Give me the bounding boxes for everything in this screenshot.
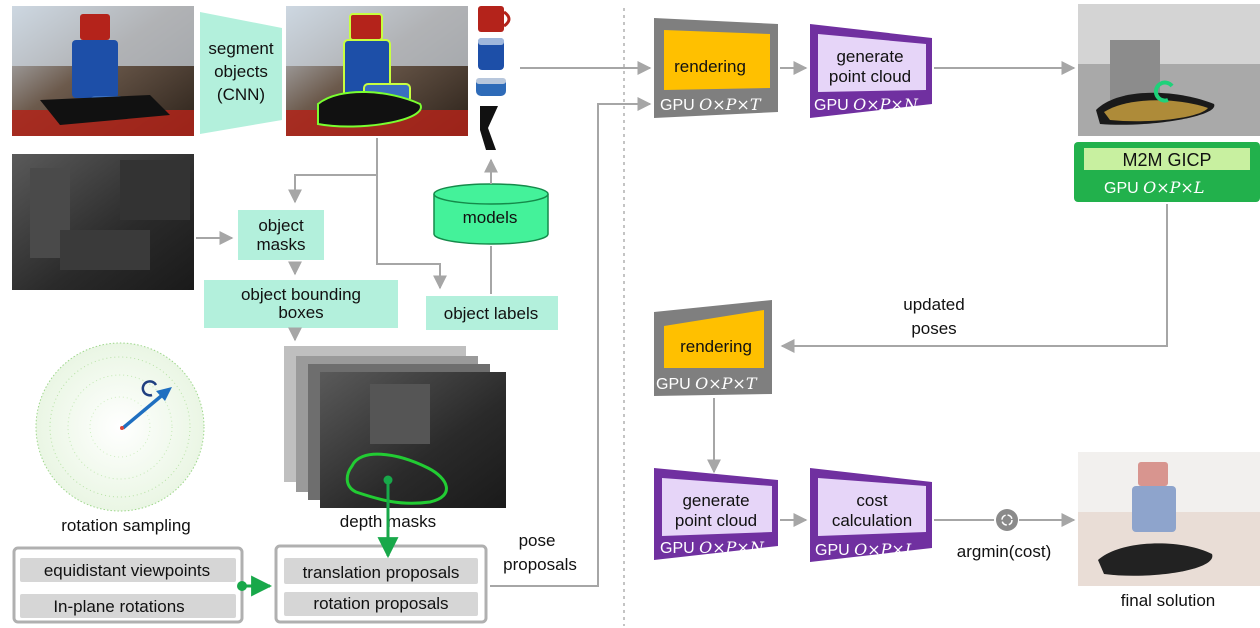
rotation-curl-icon — [141, 380, 158, 397]
gen-pc-1-line1: generate — [836, 47, 903, 66]
proposals-group: translation proposals rotation proposals — [274, 544, 488, 624]
green-connectors — [237, 475, 399, 597]
right-connectors — [707, 61, 1168, 527]
updated-poses-line1: updated — [903, 295, 964, 314]
models-label: models — [463, 208, 518, 227]
gicp-curl-icon — [1153, 80, 1174, 103]
gpu-1-label: GPU O×P×T — [660, 95, 762, 114]
clamp-mask-outline — [345, 452, 448, 505]
object-bounding-boxes-box: object bounding boxes — [204, 280, 398, 328]
viewpoint-sampling-group: equidistant viewpoints In-plane rotation… — [12, 546, 244, 624]
rendering-2-label: rendering — [680, 337, 752, 356]
equidistant-viewpoints-label: equidistant viewpoints — [44, 561, 210, 580]
segment-label-line3: (CNN) — [217, 85, 265, 104]
final-solution-image: final solution — [1078, 452, 1260, 610]
rendered-overlay-image — [1078, 4, 1260, 136]
object-labels-label: object labels — [444, 304, 539, 323]
object-labels-box: object labels — [426, 296, 558, 330]
object-model-thumbnails — [476, 6, 511, 150]
clamp-model-icon — [480, 106, 498, 150]
generate-point-cloud-block-1: generate point cloud GPU O×P×N — [810, 24, 932, 118]
rotation-proposals-label: rotation proposals — [313, 594, 448, 613]
segment-label-line1: segment — [208, 39, 273, 58]
argmin-label: argmin(cost) — [957, 542, 1051, 561]
left-connectors — [196, 61, 652, 587]
pose-proposals-line2: proposals — [503, 555, 577, 574]
gen-pc-1-line2: point cloud — [829, 67, 911, 86]
segment-label-line2: objects — [214, 62, 268, 81]
gpu-3-label: GPU O×P×T — [656, 374, 758, 393]
rotation-axis-arrow — [121, 390, 168, 430]
m2m-gicp-block: M2M GICP GPU O×P×L — [1074, 142, 1260, 202]
gpu-gicp-label: GPU O×P×L — [1104, 178, 1204, 197]
models-database: models — [433, 183, 549, 245]
argmin-node: argmin(cost) — [957, 509, 1051, 561]
rendering-gpu-block-1: rendering GPU O×P×T — [654, 18, 778, 118]
gpu-5-label: GPU O×P×L — [815, 540, 915, 559]
depth-masks-stack: depth masks — [284, 346, 506, 531]
segmented-rgb-image — [286, 6, 468, 136]
object-masks-line2: masks — [256, 235, 305, 254]
m2m-gicp-label: M2M GICP — [1122, 150, 1211, 170]
object-masks-box: object masks — [238, 210, 324, 260]
mug-model-icon — [478, 6, 511, 32]
rotation-sampling-sphere: rotation sampling — [35, 342, 205, 535]
segment-objects-cnn: segment objects (CNN) — [200, 12, 282, 134]
gen-pc-2-line2: point cloud — [675, 511, 757, 530]
can-model-icon — [478, 38, 504, 70]
object-masks-line1: object — [258, 216, 304, 235]
pose-proposals-line1: pose — [519, 531, 556, 550]
input-rgb-image — [12, 6, 194, 136]
generate-point-cloud-block-2: generate point cloud GPU O×P×N — [654, 468, 778, 560]
object-bboxes-line2: boxes — [278, 303, 323, 322]
inplane-rotations-label: In-plane rotations — [53, 597, 184, 616]
updated-poses-line2: poses — [911, 319, 956, 338]
cost-calc-line2: calculation — [832, 511, 912, 530]
rendering-1-label: rendering — [674, 57, 746, 76]
gpu-2-label: GPU O×P×N — [814, 95, 919, 114]
final-solution-label: final solution — [1121, 591, 1216, 610]
rotation-sampling-label: rotation sampling — [61, 516, 190, 535]
translation-proposals-label: translation proposals — [303, 563, 460, 582]
gen-pc-2-line1: generate — [682, 491, 749, 510]
gpu-4-label: GPU O×P×N — [660, 538, 765, 557]
tin-model-icon — [476, 78, 506, 96]
argmin-cycle-icon — [1001, 514, 1013, 526]
cost-calc-line1: cost — [856, 491, 887, 510]
rendering-gpu-block-2: rendering GPU O×P×T — [654, 300, 772, 396]
object-bboxes-line1: object bounding — [241, 285, 361, 304]
input-depth-image — [12, 154, 194, 290]
cost-calculation-block: cost calculation GPU O×P×L — [810, 468, 932, 562]
